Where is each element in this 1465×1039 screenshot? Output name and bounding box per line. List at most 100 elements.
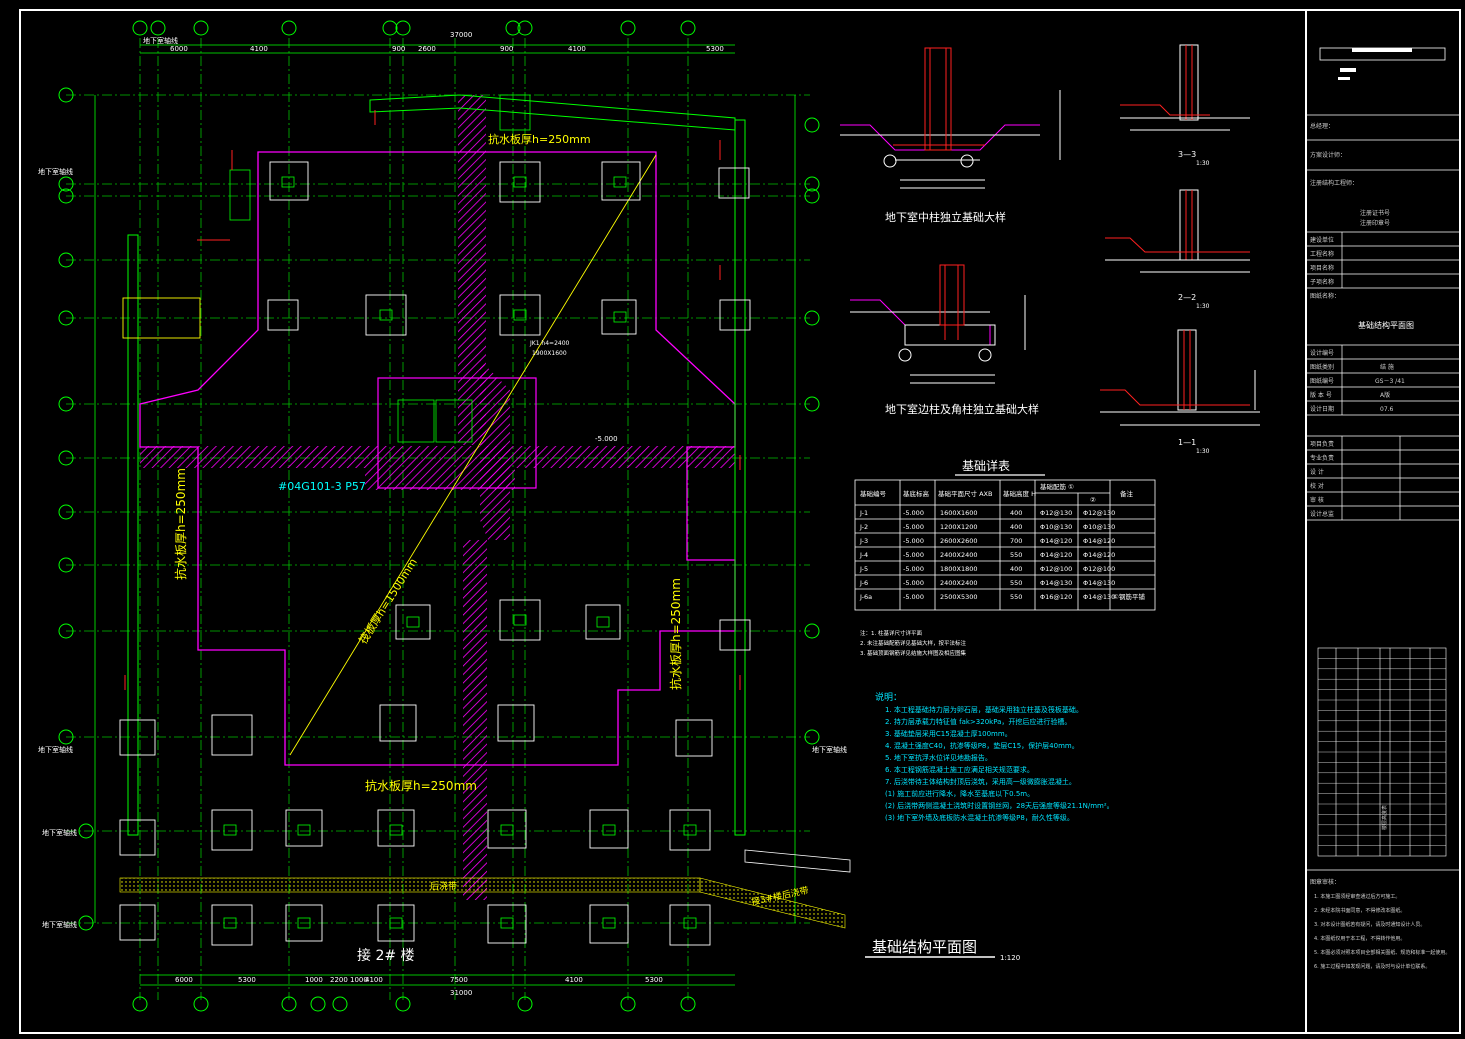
table-cell: Φ14@120 bbox=[1083, 551, 1115, 559]
basement-line-left: 地下室轴线 bbox=[38, 167, 73, 176]
section-2-2: 2—2 bbox=[1178, 293, 1196, 302]
left-wall bbox=[127, 234, 139, 836]
foundation-plan[interactable]: 抗水板厚h=250mm 抗水板厚h=250mm 抗水板厚h=250mm 抗水板厚… bbox=[38, 20, 1020, 1012]
svg-text:方案设计师：: 方案设计师： bbox=[1310, 151, 1346, 159]
svg-text:4100: 4100 bbox=[565, 976, 583, 984]
design-notes[interactable]: 说明： 1. 本工程基础持力层为卵石层，基础采用独立柱基及筏板基础。 2. 持力… bbox=[875, 691, 1114, 822]
column-markers bbox=[223, 94, 697, 929]
svg-text:设计日期: 设计日期 bbox=[1310, 405, 1334, 413]
section-3-3: 3—3 bbox=[1178, 150, 1196, 159]
pour-strip-label: 后浇带 bbox=[430, 880, 457, 892]
table-cell: Φ14@130 bbox=[1083, 593, 1115, 601]
top-wall-skew bbox=[369, 94, 736, 131]
notes-items: 1. 本工程基础持力层为卵石层，基础采用独立柱基及筏板基础。 2. 持力层承载力… bbox=[885, 705, 1114, 822]
svg-text:备注: 备注 bbox=[1120, 489, 1134, 498]
mid-col-title: 地下室中柱独立基础大样 bbox=[885, 210, 1006, 224]
svg-text:3. 基础垫层采用C15混凝土厚100mm。: 3. 基础垫层采用C15混凝土厚100mm。 bbox=[885, 729, 1012, 738]
tb-remarks-title: 图章审核： bbox=[1310, 878, 1340, 886]
table-cell: Φ14@120 bbox=[1083, 537, 1115, 545]
plate-label-right: 抗水板厚h=250mm bbox=[668, 578, 683, 690]
svg-text:5. 本图必须对照本项目全部相关图纸、规范和标准一起使用。: 5. 本图必须对照本项目全部相关图纸、规范和标准一起使用。 bbox=[1314, 949, 1450, 956]
svg-text:结 施: 结 施 bbox=[1380, 363, 1394, 371]
section-1-1: 1—1 bbox=[1178, 438, 1196, 447]
table-cell: Φ12@100 bbox=[1040, 565, 1072, 573]
svg-text:GS－3 /41: GS－3 /41 bbox=[1375, 378, 1405, 385]
table-cell: 1800X1800 bbox=[940, 565, 978, 573]
svg-text:2. 未经本院书面同意，不得修改本图纸。: 2. 未经本院书面同意，不得修改本图纸。 bbox=[1314, 907, 1405, 914]
svg-text:5300: 5300 bbox=[706, 45, 724, 53]
pour-strip-skew bbox=[699, 877, 846, 929]
table-cell: -5.000 bbox=[903, 579, 924, 587]
table-cell: 400 bbox=[1010, 565, 1022, 573]
table-cell: Φ14@130 bbox=[1040, 579, 1072, 587]
svg-text:2. 持力层承载力特征值 fak>320kPa，开挖后应进行: 2. 持力层承载力特征值 fak>320kPa，开挖后应进行验槽。 bbox=[885, 717, 1071, 726]
detail-drawings[interactable]: 地下室中柱独立基础大样 地下室边柱及角柱独立基础大样 3—3 1:30 bbox=[840, 44, 1260, 455]
svg-text:设计总监: 设计总监 bbox=[1310, 510, 1334, 518]
table-cell: Φ14@130 bbox=[1083, 579, 1115, 587]
table-cell: Φ10@130 bbox=[1040, 523, 1072, 531]
svg-text:注：1. 柱基详尺寸详平面: 注：1. 柱基详尺寸详平面 bbox=[860, 629, 922, 637]
svg-text:审 核: 审 核 bbox=[1310, 496, 1324, 504]
svg-text:项目负责: 项目负责 bbox=[1310, 440, 1334, 448]
table-cell: J-4 bbox=[859, 551, 868, 559]
section-2-2-drawing bbox=[1105, 189, 1250, 273]
svg-text:基础平面尺寸 AXB: 基础平面尺寸 AXB bbox=[938, 489, 992, 498]
svg-text:图纸类别: 图纸类别 bbox=[1310, 363, 1334, 371]
section-1-1-drawing bbox=[1100, 329, 1260, 426]
svg-text:07.6: 07.6 bbox=[1380, 406, 1394, 413]
table-cell: 2400X2400 bbox=[940, 579, 978, 587]
table-cell: -5.000 bbox=[903, 509, 924, 517]
svg-text:项目名称: 项目名称 bbox=[1310, 264, 1334, 272]
table-cell: Φ14@120 bbox=[1040, 551, 1072, 559]
svg-text:工程名称: 工程名称 bbox=[1310, 250, 1334, 258]
table-cell: J-6 bbox=[859, 579, 868, 587]
table-cell: J-2 bbox=[859, 523, 868, 531]
table-cell: J-3 bbox=[859, 537, 868, 545]
hatched-strip-diagonal bbox=[480, 360, 510, 540]
table-cell: 2400X2400 bbox=[940, 551, 978, 559]
floor-table-title: 楼层高度表 bbox=[1381, 805, 1388, 830]
table-cell: 700 bbox=[1010, 537, 1022, 545]
table-cell: Φ12@130 bbox=[1040, 509, 1072, 517]
plan-scale: 1:120 bbox=[1000, 954, 1020, 962]
table-cell: 2500X5300 bbox=[940, 593, 978, 601]
svg-text:4. 混凝土强度C40，抗渗等级P8，垫层C15，保护层40: 4. 混凝土强度C40，抗渗等级P8，垫层C15，保护层40mm。 bbox=[885, 741, 1079, 750]
svg-text:7. 后浇带待主体结构封顶后浇筑，采用高一级微膨胀混凝土。: 7. 后浇带待主体结构封顶后浇筑，采用高一级微膨胀混凝土。 bbox=[885, 777, 1076, 786]
tb-header: 总经理： bbox=[1310, 122, 1334, 130]
basement-line-left-3: 地下室轴线 bbox=[42, 828, 77, 837]
table-grid bbox=[854, 479, 1156, 611]
svg-text:4. 本图纸仅用于本工程，不得转作他用。: 4. 本图纸仅用于本工程，不得转作他用。 bbox=[1314, 935, 1405, 942]
svg-text:建设单位: 建设单位 bbox=[1310, 236, 1334, 244]
right-wall bbox=[734, 119, 746, 836]
logo-mark-2 bbox=[1338, 77, 1350, 80]
svg-text:(1) 施工前应进行降水，降水至基底以下0.5m。: (1) 施工前应进行降水，降水至基底以下0.5m。 bbox=[885, 789, 1034, 798]
pit-label: JK1 h4=2400 bbox=[529, 340, 570, 347]
title-block-lines bbox=[1306, 114, 1460, 871]
tb-info-rows: 设计编号 图纸类别 结 施 图纸编号 GS－3 /41 版 本 号 A版 设计日… bbox=[1310, 349, 1405, 413]
table-cell: J-6a bbox=[859, 593, 872, 601]
raft-label: 筏板厚h=1500mm bbox=[356, 556, 420, 647]
svg-text:5300: 5300 bbox=[238, 976, 256, 984]
tb-top-rows: 方案设计师： 注册结构工程师： 注册证书号 注册印章号 建设单位 工程名称 项目… bbox=[1310, 151, 1390, 300]
svg-text:校 对: 校 对 bbox=[1310, 482, 1324, 490]
table-cell: 2600X2600 bbox=[940, 537, 978, 545]
table-cell: -5.000 bbox=[903, 551, 924, 559]
svg-text:注册印章号: 注册印章号 bbox=[1360, 219, 1390, 227]
table-cell: 1200X1200 bbox=[940, 523, 978, 531]
foundation-table[interactable]: 基础详表 基础编号 基底标高 基础平面尺寸 AXB 基础高度 H 基础配筋 ① bbox=[854, 458, 1156, 657]
svg-text:6000: 6000 bbox=[170, 45, 188, 53]
title-block[interactable]: 总经理： 方案设计师： 注册结构工程师： 注册证书号 注册印章号 建设单位 工程… bbox=[1306, 47, 1460, 970]
svg-text:基础高度 H: 基础高度 H bbox=[1003, 489, 1036, 498]
pour-strip bbox=[119, 877, 701, 893]
axis-bubbles-top bbox=[132, 20, 696, 36]
section-markers bbox=[124, 110, 741, 690]
svg-text:6. 本工程钢筋混凝土施工应满足相关规范要求。: 6. 本工程钢筋混凝土施工应满足相关规范要求。 bbox=[885, 765, 1034, 774]
table-cell: Φ16@120 bbox=[1040, 593, 1072, 601]
edge-column-detail bbox=[850, 264, 1026, 384]
logo-bar bbox=[1352, 48, 1412, 52]
svg-text:基础配筋 ①: 基础配筋 ① bbox=[1040, 482, 1074, 491]
ref-label: #04G101-3 P57 bbox=[278, 480, 366, 493]
svg-text:(3) 地下室外墙及底板防水混凝土抗渗等级P8，耐久性等级。: (3) 地下室外墙及底板防水混凝土抗渗等级P8，耐久性等级。 bbox=[885, 813, 1074, 822]
svg-text:专业负责: 专业负责 bbox=[1310, 454, 1334, 462]
